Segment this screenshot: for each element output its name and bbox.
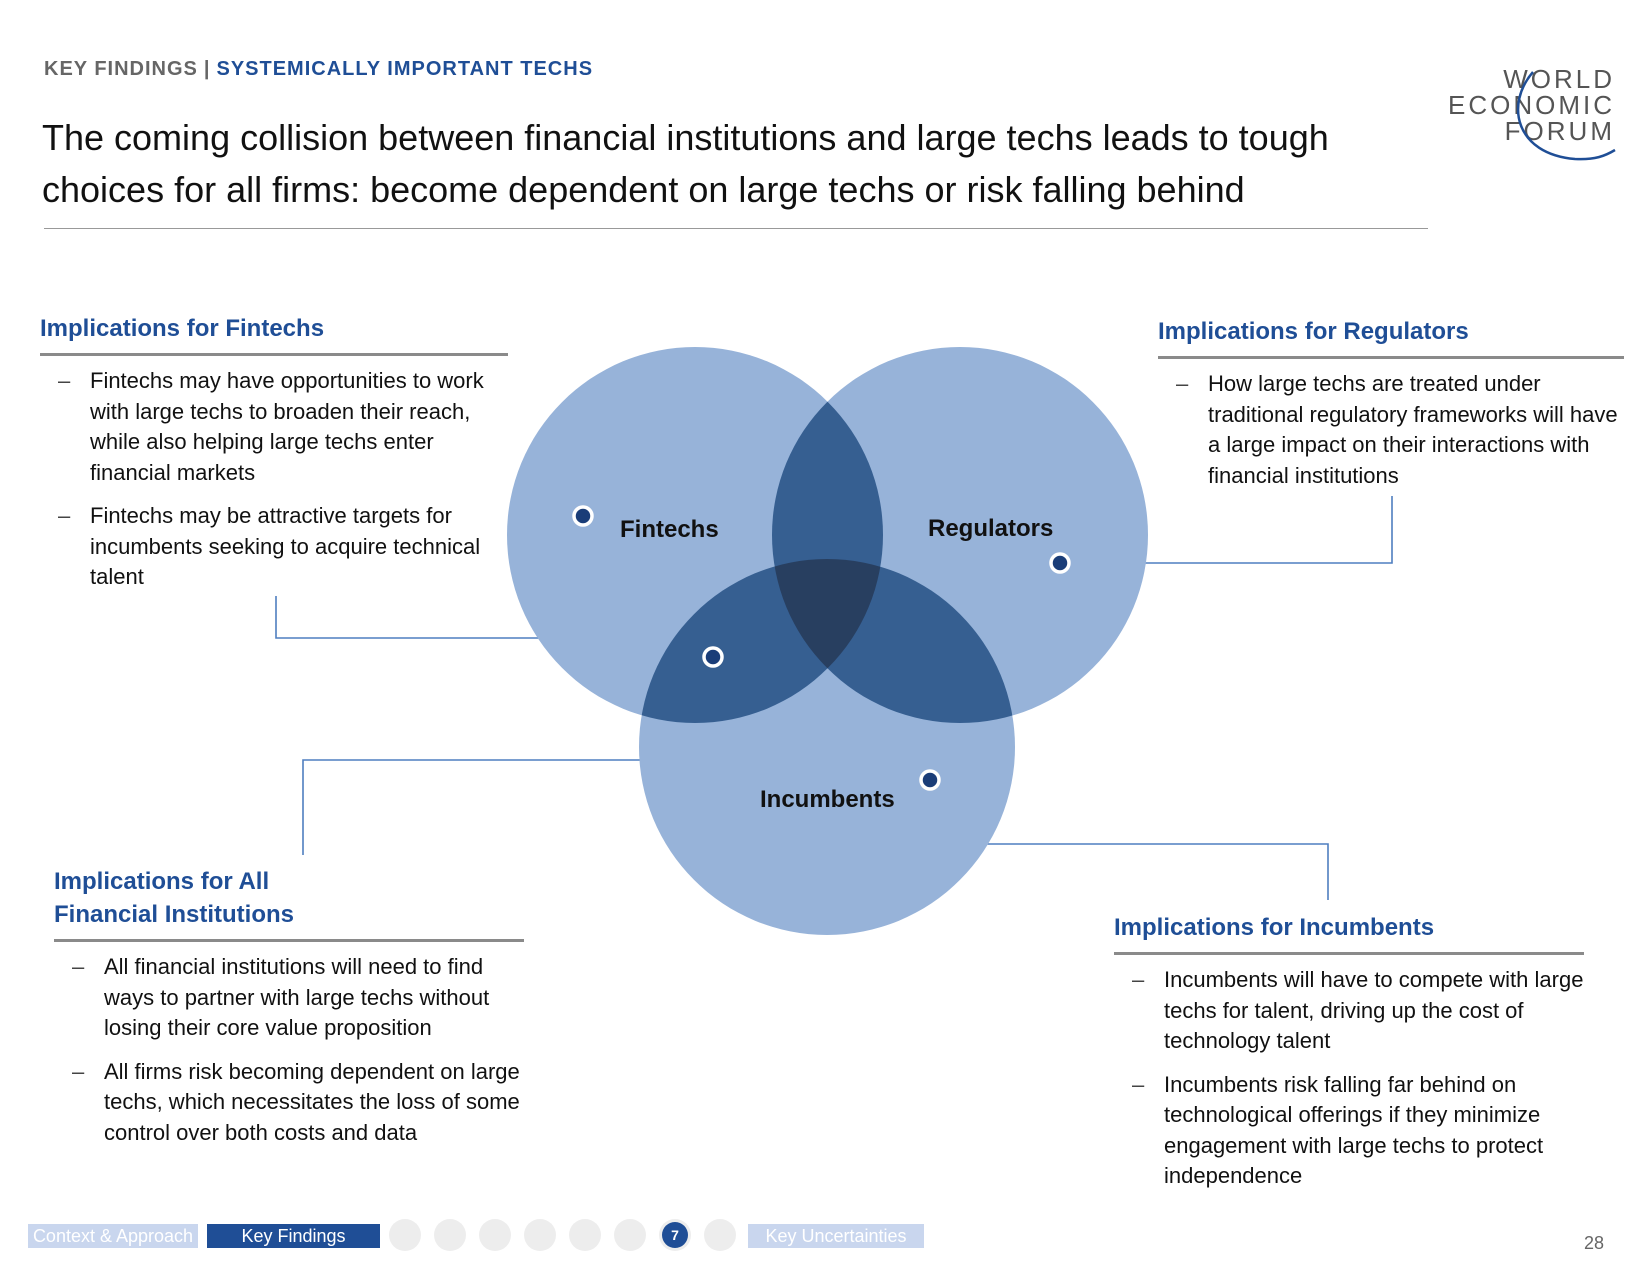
section-kicker: KEY FINDINGS|SYSTEMICALLY IMPORTANT TECH… <box>44 58 593 81</box>
venn-label-incumbents: Incumbents <box>760 786 895 813</box>
nav-step-dot[interactable] <box>434 1219 466 1251</box>
panel-all-fi-title-line-2: Financial Institutions <box>54 901 295 928</box>
marker-regulators <box>1049 552 1071 574</box>
list-item: How large techs are treated under tradit… <box>1158 369 1624 491</box>
panel-fintechs-title: Implications for Fintechs <box>40 315 325 342</box>
panel-all-fi-list: All financial institutions will need to … <box>54 952 524 1148</box>
nav-step-current[interactable]: 7 <box>662 1222 688 1248</box>
marker-incumbents <box>919 769 941 791</box>
panel-regulators-rule <box>1158 356 1624 359</box>
venn-label-fintechs: Fintechs <box>620 516 719 543</box>
venn-diagram <box>507 347 1148 935</box>
topic-label: SYSTEMICALLY IMPORTANT TECHS <box>216 58 594 80</box>
nav-step-dot[interactable] <box>479 1219 511 1251</box>
list-item: Fintechs may be attractive targets for i… <box>40 501 508 593</box>
marker-all-fi <box>702 646 724 668</box>
panel-all-fi-title-line-1: Implications for All <box>54 868 270 895</box>
overlap-fintechs-incumbents <box>639 559 883 723</box>
panel-fintechs-rule <box>40 353 508 356</box>
overlap-regulators-incumbents <box>772 559 1015 723</box>
page-title: The coming collision between financial i… <box>42 117 1329 210</box>
panel-regulators-title: Implications for Regulators <box>1158 318 1469 345</box>
panel-incumbents-list: Incumbents will have to compete with lar… <box>1114 965 1584 1192</box>
logo-swoosh-icon <box>1516 71 1616 161</box>
nav-step-dot[interactable] <box>524 1219 556 1251</box>
nav-step-dot[interactable] <box>569 1219 601 1251</box>
kicker-separator: | <box>203 58 211 80</box>
nav-key-uncertainties[interactable]: Key Uncertainties <box>748 1224 924 1248</box>
panel-all-fi-rule <box>54 939 524 942</box>
nav-context-approach[interactable]: Context & Approach <box>28 1224 198 1248</box>
wef-logo: WORLD ECONOMIC FORUM <box>1448 64 1625 174</box>
panel-all-fi: Implications for All Financial Instituti… <box>54 865 524 1161</box>
panel-incumbents: Implications for Incumbents Incumbents w… <box>1114 911 1584 1205</box>
panel-regulators: Implications for Regulators How large te… <box>1158 315 1624 504</box>
page-number: 28 <box>1584 1233 1605 1253</box>
list-item: Incumbents will have to compete with lar… <box>1114 965 1584 1057</box>
venn-markers <box>572 505 1071 791</box>
nav-step-dot[interactable] <box>389 1219 421 1251</box>
section-label: KEY FINDINGS <box>44 58 198 80</box>
nav-key-findings[interactable]: Key Findings <box>207 1224 380 1248</box>
panel-regulators-list: How large techs are treated under tradit… <box>1158 369 1624 491</box>
title-divider <box>44 228 1428 229</box>
panel-fintechs: Implications for Fintechs Fintechs may h… <box>40 312 508 606</box>
list-item: Fintechs may have opportunities to work … <box>40 366 508 488</box>
panel-incumbents-title: Implications for Incumbents <box>1114 914 1435 941</box>
list-item: All firms risk becoming dependent on lar… <box>54 1057 524 1149</box>
panel-incumbents-rule <box>1114 952 1584 955</box>
panel-fintechs-list: Fintechs may have opportunities to work … <box>40 366 508 593</box>
list-item: All financial institutions will need to … <box>54 952 524 1044</box>
list-item: Incumbents risk falling far behind on te… <box>1114 1070 1584 1192</box>
connector-regulators <box>1060 496 1393 564</box>
venn-label-regulators: Regulators <box>928 515 1054 542</box>
nav-step-dot[interactable] <box>704 1219 736 1251</box>
logo-line-2: ECONOMIC <box>1448 90 1615 120</box>
nav-step-dot[interactable] <box>614 1219 646 1251</box>
marker-fintechs <box>572 505 594 527</box>
